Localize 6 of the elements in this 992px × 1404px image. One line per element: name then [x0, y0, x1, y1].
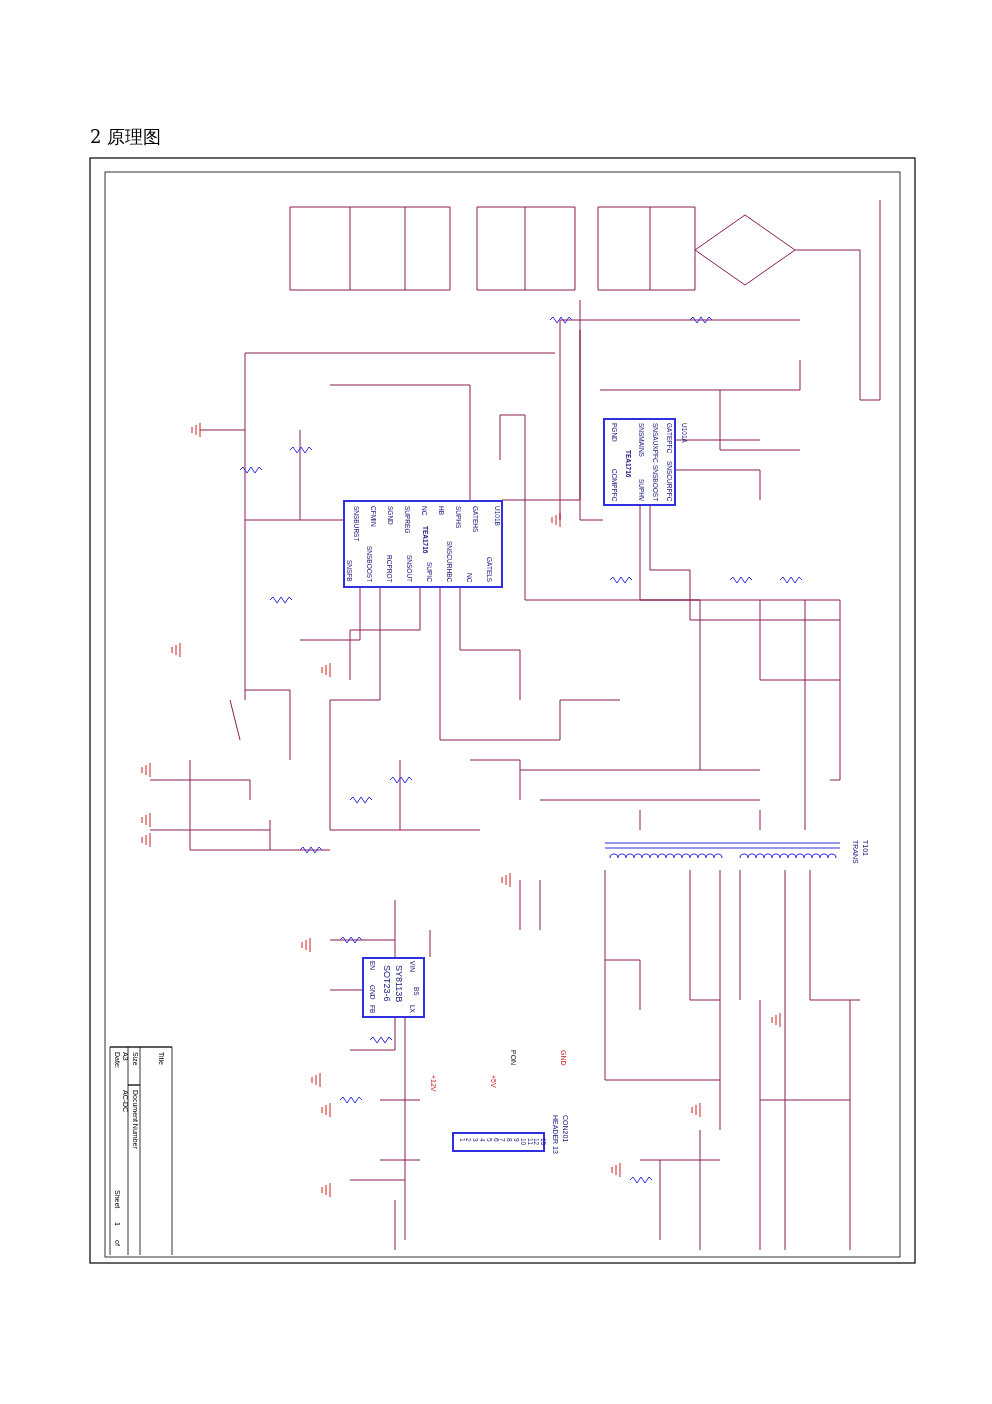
- part-number: SY8113B: [394, 965, 403, 1003]
- ic-chip: [343, 500, 503, 588]
- page-heading: 2 原理图: [90, 125, 162, 149]
- ic-chip: [362, 957, 425, 1018]
- part-number: SOT23-6: [382, 965, 391, 1002]
- ic-chip: [452, 1132, 545, 1152]
